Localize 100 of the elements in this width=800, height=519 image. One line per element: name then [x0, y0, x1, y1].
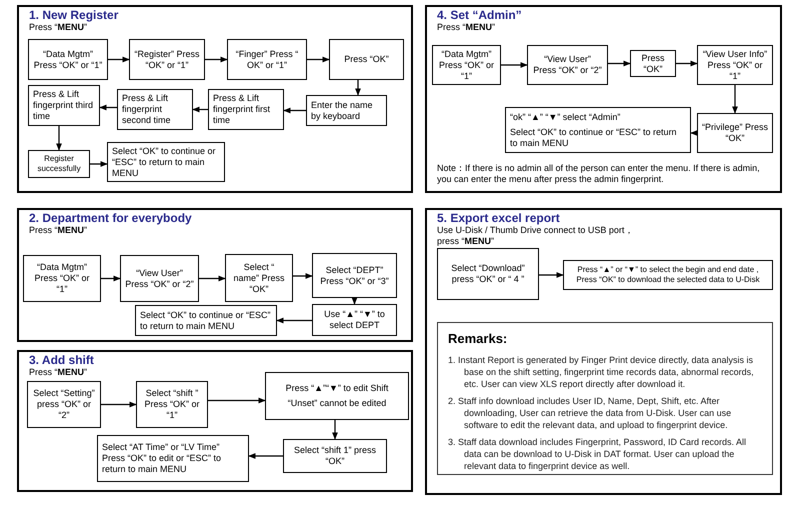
step-box — [312, 304, 397, 336]
remark-item: 1. Instant Report is generated by Finger Print device directly, data analysis is base on the shift setting, fingerprint time records data, abnormal records, etc. User can view XLS report directly after download it. — [448, 354, 755, 390]
step-box — [563, 260, 773, 290]
section-panel — [17, 5, 413, 193]
step-box — [306, 95, 387, 126]
arrow — [276, 318, 312, 324]
note-text: Note：If there is no admin all of the person can enter the menu. If there is admin, you can enter the menu after press the admin fingerprint. — [437, 163, 761, 185]
step-box — [265, 372, 409, 420]
arrow — [332, 420, 338, 440]
step-text: Select “Setting” press “OK” or “2” — [32, 388, 96, 421]
step-text: Press “▲” or “▼” to select the begin and end date , Press “OK” to download the selected data to U-Disk — [575, 265, 761, 285]
step-text: “View User Info” Press “OK” or “1” — [702, 48, 768, 82]
step-text: Enter the name by keyboard — [311, 100, 374, 122]
arrow — [676, 60, 698, 66]
step-text: “Register” Press “OK” or “1” — [134, 48, 200, 70]
arrow — [352, 298, 358, 305]
arrow — [539, 272, 564, 278]
remarks-heading: Remarks: — [448, 330, 508, 348]
section-panel — [425, 5, 782, 193]
arrow — [732, 85, 738, 114]
step-text: Select “shift 1” press “OK” — [292, 445, 378, 467]
step-box — [283, 439, 387, 473]
section-heading: 5. Export excel report — [437, 211, 560, 225]
section-panel — [17, 350, 413, 492]
instruction-text: Press “MENU” — [437, 22, 496, 33]
arrow — [355, 80, 361, 96]
step-box — [225, 254, 293, 302]
arrow — [248, 453, 283, 459]
arrow — [101, 276, 121, 282]
step-text: “ok” “▲” “▼” select “Admin” — [510, 112, 620, 122]
arrow — [690, 130, 698, 136]
step-box — [117, 89, 193, 130]
section-panel — [17, 208, 413, 342]
step-text: Select “OK” to continue or “ESC” to return to main MENU — [112, 146, 217, 178]
step-text: Select “AT Time” or “LV Time” Press “OK” to edit or “ESC” to return to main MENU — [102, 442, 222, 475]
step-box — [135, 305, 277, 336]
step-text: “Privilege” Press “OK” — [702, 122, 768, 144]
step-box — [120, 255, 199, 302]
step-text: Select “OK” to continue or “ESC” to return to main MENU — [510, 126, 678, 148]
step-box — [630, 50, 676, 77]
step-text: Press & Lift fingerprint third time — [33, 89, 94, 122]
arrow — [99, 104, 117, 110]
arrow — [199, 276, 226, 282]
step-box — [505, 107, 691, 153]
step-text: “View User” Press “OK” or “2” — [532, 54, 603, 76]
arrow — [608, 60, 631, 66]
step-box — [28, 150, 90, 178]
arrow — [90, 161, 108, 167]
instruction-text: Press “MENU” — [29, 22, 88, 33]
step-box — [27, 381, 101, 428]
step-text: “Unset” cannot be edited — [288, 398, 386, 409]
arrow — [283, 108, 306, 114]
step-box — [136, 381, 208, 428]
arrow — [501, 62, 528, 68]
arrow — [56, 126, 62, 151]
instruction-text: Use U-Disk / Thumb Drive connect to USB port， — [437, 225, 634, 236]
arrow — [293, 273, 313, 279]
step-text: “Data Mgtm” Press “OK” or “1” — [438, 48, 495, 82]
step-box — [23, 255, 101, 302]
arrow — [101, 402, 137, 408]
step-text: “Data Mgtm” Press “OK” or “1” — [33, 262, 90, 295]
section-heading: 4. Set “Admin” — [437, 8, 522, 22]
step-text: Use “▲” “▼” to select DEPT — [323, 309, 386, 331]
step-box — [97, 435, 249, 482]
step-box — [129, 39, 205, 80]
section-heading: 2. Department for everybody — [29, 211, 192, 225]
step-box — [437, 248, 539, 300]
step-text: “Finger” Press “ OK” or “1” — [234, 48, 300, 70]
instruction-text: Press “MENU” — [29, 367, 88, 378]
step-text: Press “OK” — [640, 52, 666, 74]
step-text: Select “shift ” Press “OK” or “1” — [143, 388, 200, 421]
arrow — [307, 56, 330, 62]
remarks-box — [437, 322, 773, 475]
instruction-text: Press “MENU” — [29, 225, 88, 236]
step-box — [432, 45, 501, 85]
section-heading: 3. Add shift — [29, 353, 94, 367]
step-box — [208, 89, 284, 130]
step-box — [697, 113, 773, 153]
step-box — [107, 142, 225, 182]
step-box — [28, 85, 100, 126]
step-text: Select “ name” Press “OK” — [232, 262, 286, 294]
step-text: Select “DEPT” Press “OK” or “3” — [319, 264, 390, 286]
step-text: Press & Lift fingerprint second time — [122, 93, 172, 126]
step-text: Select “Download” press “OK” or “ 4 ” — [450, 263, 526, 285]
remark-item: 3. Staff data download includes Fingerprint, Password, ID Card records. All data can be download to U-Disk in DAT format. User can upload the relevant data to fingerprint device as well. — [448, 436, 747, 472]
step-box — [312, 253, 397, 298]
step-box — [28, 39, 108, 80]
section-heading: 1. New Register — [29, 8, 118, 22]
step-text: Select “OK” to continue or “ESC” to return to main MENU — [140, 310, 272, 332]
step-text: Press & Lift fingerprint first time — [213, 93, 272, 126]
step-text: “View User” Press “OK” or “2” — [125, 268, 194, 290]
step-box — [227, 39, 307, 80]
step-box — [527, 45, 608, 85]
section-panel — [425, 208, 782, 495]
arrow — [208, 398, 266, 404]
step-text: “Data Mgtm” Press “OK” or “1” — [33, 48, 103, 70]
instruction-text: press “MENU” — [437, 236, 494, 247]
step-text: Register successfully — [36, 154, 82, 174]
remark-item: 2. Staff info download includes User ID, Name, Dept, Shift, etc. After downloading, User can retrieve the data from U-Disk. User can use software to edit the relevant data, and upload to fingerprint device. — [448, 394, 732, 430]
arrow — [205, 56, 228, 62]
